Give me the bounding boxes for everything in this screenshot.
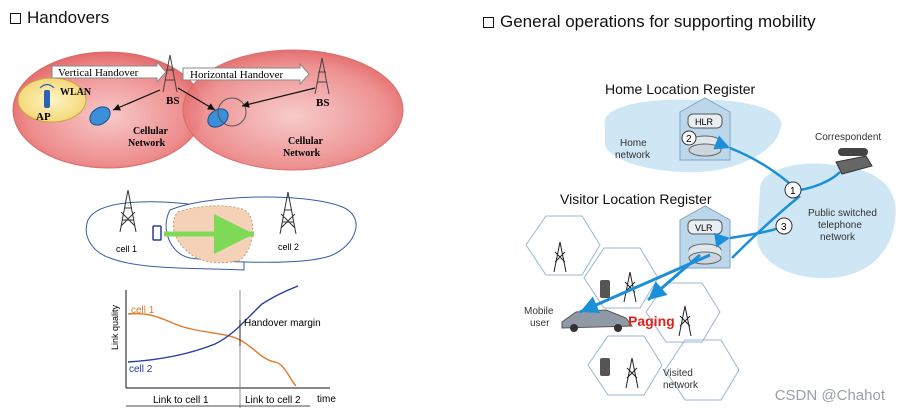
step-3-label: 3	[781, 222, 787, 233]
paging-arrow-2	[647, 253, 701, 302]
wlan-area	[17, 77, 87, 123]
series-cell2-label: cell 2	[129, 364, 153, 375]
car-icon	[561, 309, 633, 332]
visited-network-label-2: network	[663, 380, 699, 391]
checkbox-bullet-icon	[10, 12, 21, 24]
bs2-label: BS	[316, 97, 329, 109]
step-2-marker	[681, 130, 697, 146]
paging-label: Paging	[628, 313, 675, 329]
pstn-label: Public switched	[808, 208, 877, 219]
link-quality-chart: Link quality time cell 1 cell 2 Handover…	[110, 285, 336, 408]
series-cell1-label: cell 1	[131, 305, 155, 316]
handset-icon	[152, 225, 162, 241]
mobile-user-label: Mobile	[524, 306, 554, 317]
mobility-diagram: Home Location Register Home network HLR …	[524, 81, 896, 401]
step-2-label: 2	[686, 134, 692, 145]
wlan-label: WLAN	[60, 87, 92, 98]
mobile-phone-icon	[600, 280, 610, 376]
vlr-server: VLR	[679, 205, 731, 269]
horizontal-handover-label: Horizontal Handover	[190, 69, 283, 81]
bs1-label: BS	[166, 95, 179, 107]
cellular1-label: Cellular	[133, 126, 169, 137]
bs1-to-phone-arrow	[177, 87, 216, 111]
mobility-heading-text: General operations for supporting mobili…	[500, 12, 816, 31]
mobility-heading: General operations for supporting mobili…	[483, 12, 816, 32]
tower-icon	[553, 241, 692, 389]
home-network-label-2: network	[615, 150, 651, 161]
home-network-label: Home	[620, 138, 647, 149]
correspondent-label: Correspondent	[815, 132, 881, 143]
cell-overlap-diagram: cell 1 cell 2	[85, 189, 357, 271]
cellular2-label-2: Network	[283, 148, 321, 159]
link-to-cell1-label: Link to cell 1	[153, 395, 209, 406]
pstn-label-3: network	[820, 232, 856, 243]
ap-label: AP	[36, 111, 51, 123]
vertical-handover-arrow	[51, 60, 167, 84]
visitor-location-register-label: Visitor Location Register	[560, 191, 712, 207]
step-3-marker	[775, 217, 793, 235]
y-axis-label: Link quality	[110, 304, 120, 350]
tower-icon	[119, 189, 297, 235]
watermark: CSDN @Chahot	[774, 387, 885, 404]
tower-icon	[162, 54, 330, 95]
handover-network-diagram: Vertical Handover Horizontal Handover WL…	[12, 49, 404, 171]
correspondent-arrow	[799, 171, 841, 192]
step-1-label: 1	[790, 186, 796, 197]
cell-2-label: cell 2	[278, 242, 299, 252]
handover-margin-label: Handover margin	[244, 318, 321, 329]
handover-target-circle	[217, 97, 247, 127]
x-axis-label: time	[317, 394, 336, 405]
series-cell2-line	[127, 285, 299, 363]
cellular1-label-2: Network	[128, 138, 166, 149]
cellular2-label: Cellular	[288, 136, 324, 147]
link-to-cell2-label: Link to cell 2	[245, 395, 301, 406]
vlr-label: VLR	[695, 223, 713, 233]
pstn-label-2: telephone	[818, 220, 862, 231]
step-1-marker	[784, 181, 802, 199]
visited-network-label: Visited	[663, 368, 693, 379]
hlr-label: HLR	[695, 117, 714, 127]
ap-icon	[39, 83, 55, 108]
pstn-to-vlr-arrow	[731, 195, 801, 259]
bs1-to-wlan-arrow	[112, 89, 161, 111]
checkbox-bullet-icon	[483, 16, 494, 28]
cell-1-label: cell 1	[116, 244, 137, 254]
home-location-register-label: Home Location Register	[605, 81, 756, 97]
vertical-handover-label: Vertical Handover	[58, 67, 139, 79]
mobile-user-label-2: user	[530, 318, 550, 329]
telephone-icon	[835, 148, 873, 175]
handovers-heading-text: Handovers	[27, 8, 110, 27]
hlr-server: HLR	[679, 97, 731, 161]
bs2-to-phone-arrow	[241, 87, 316, 108]
horizontal-handover-arrow	[182, 62, 310, 86]
handovers-heading: Handovers	[10, 8, 109, 28]
